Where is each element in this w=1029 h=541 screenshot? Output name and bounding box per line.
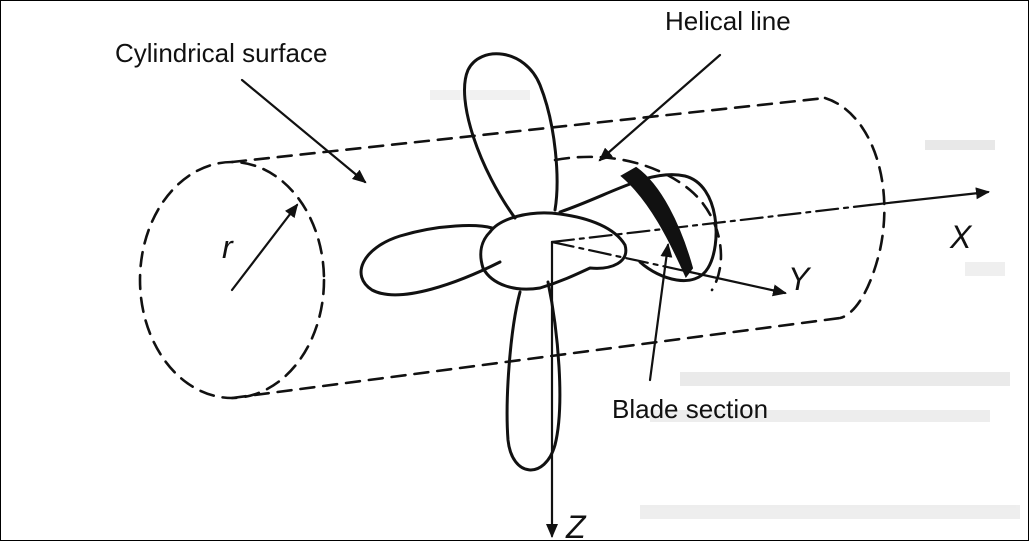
propeller-blade-upper xyxy=(463,52,559,220)
label-axis-x: X xyxy=(949,219,973,255)
cylinder-bottom-edge xyxy=(230,316,842,400)
cylinder-far-end xyxy=(823,96,886,320)
cylinder-top-edge xyxy=(230,96,827,164)
y-axis-arrow xyxy=(688,270,787,297)
y-axis-line xyxy=(550,240,692,274)
cylinder-end-circle xyxy=(138,160,326,400)
leader-helical-line xyxy=(598,53,722,162)
bleed-through-text xyxy=(430,90,1020,519)
x-axis-line xyxy=(550,203,872,244)
leader-blade-section xyxy=(648,243,673,382)
label-blade-section: Blade section xyxy=(612,394,768,424)
radius-arrow xyxy=(230,203,299,292)
label-cylindrical-surface: Cylindrical surface xyxy=(115,38,327,68)
x-axis-arrow xyxy=(868,187,990,207)
label-axis-y: Y xyxy=(788,261,812,297)
propeller-blade-lower xyxy=(505,280,562,472)
propeller-hub xyxy=(479,211,628,291)
label-helical-line: Helical line xyxy=(665,6,791,36)
propeller-blade-right xyxy=(558,173,718,283)
label-axis-z: Z xyxy=(565,509,587,541)
leader-cylindrical-surface xyxy=(240,78,367,184)
label-radius: r xyxy=(222,229,234,265)
propeller-blade-left xyxy=(359,224,502,297)
blade-section-shape xyxy=(620,166,694,278)
